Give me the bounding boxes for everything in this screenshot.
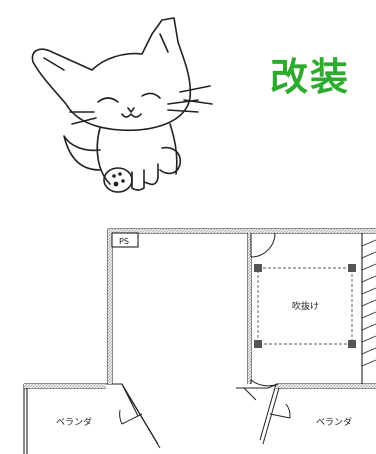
staircase [361, 239, 376, 367]
door-top [250, 232, 276, 258]
wall-left [108, 233, 112, 384]
veranda-right-label: ベランダ [316, 416, 352, 428]
wall-right-lower [276, 384, 376, 388]
veranda-left-label: ベランダ [56, 416, 92, 428]
wall-left-lower [24, 384, 106, 388]
void-label: 吹抜け [292, 300, 319, 312]
door-left-veranda [119, 383, 161, 449]
void-area: 吹抜け [254, 264, 356, 348]
page-heading: 改装 [270, 55, 351, 99]
door-right-veranda [250, 378, 291, 445]
ps-label: PS [119, 237, 129, 246]
wall-top [108, 229, 376, 233]
wall-center [248, 233, 251, 384]
ps-box: PS [111, 232, 139, 248]
